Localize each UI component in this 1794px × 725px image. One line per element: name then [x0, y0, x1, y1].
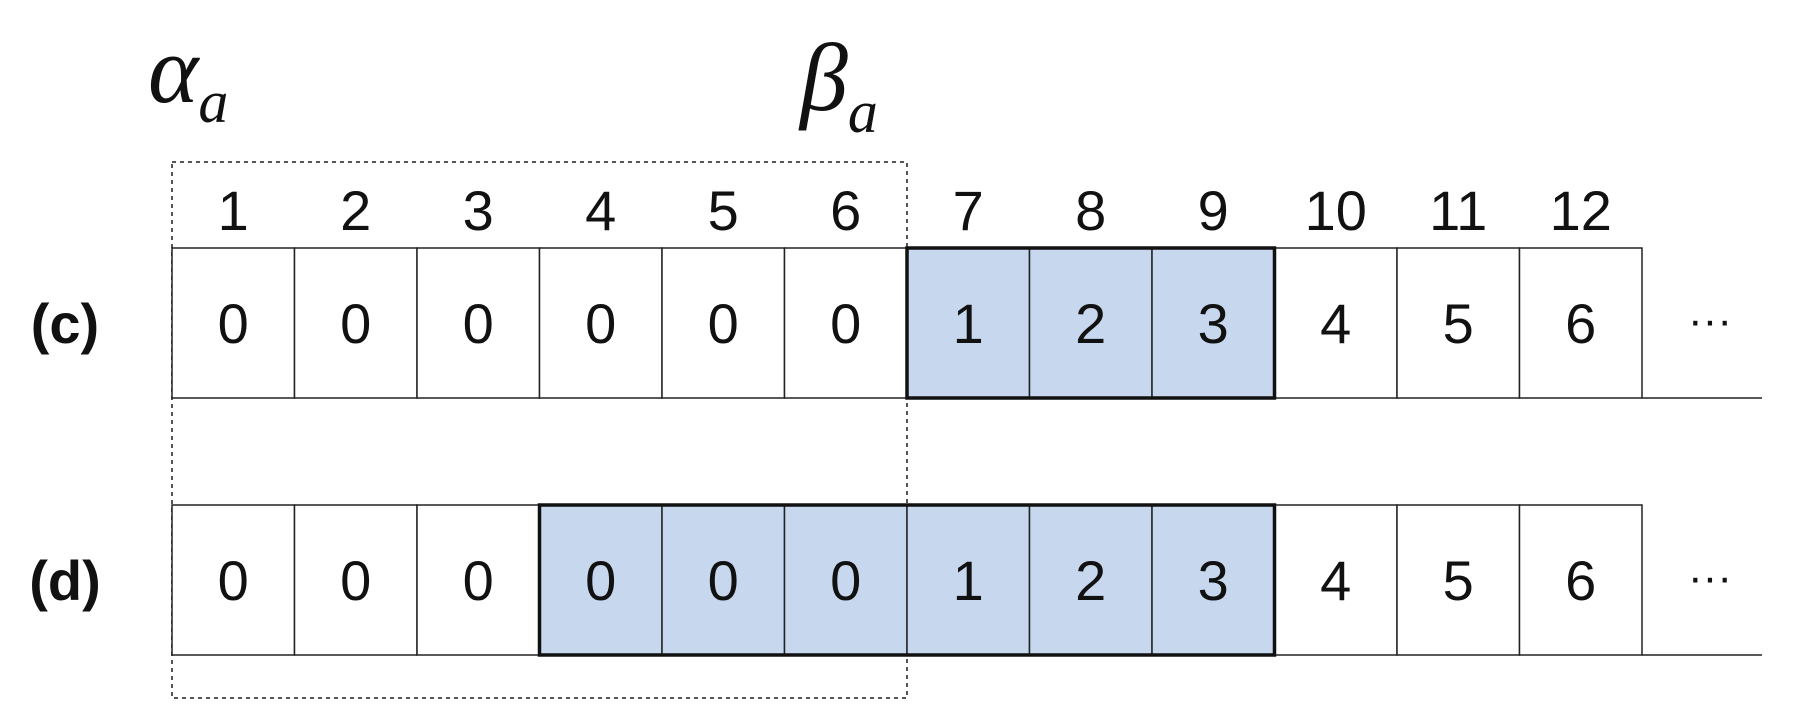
cell — [171, 247, 296, 399]
cell — [1396, 247, 1521, 399]
cell-value: 0 — [830, 292, 861, 355]
cell-value: 0 — [340, 549, 371, 612]
cell-value: 0 — [463, 292, 494, 355]
cell — [416, 504, 541, 656]
highlight-window — [537, 503, 1277, 657]
cell — [1518, 247, 1643, 399]
cell — [1273, 247, 1398, 399]
cell-value: 0 — [708, 549, 739, 612]
alpha-symbol: αa — [148, 16, 228, 135]
cell-value: 2 — [1075, 292, 1106, 355]
highlight-window — [905, 246, 1277, 400]
highlighted-cell — [538, 504, 663, 656]
index-label: 10 — [1305, 179, 1367, 242]
beta-symbol: βa — [798, 24, 878, 145]
cell — [661, 247, 786, 399]
index-label: 4 — [585, 179, 616, 242]
tape-row: (c) 0 0 0 0 0 0 1 2 3 4 5 6 ··· — [31, 246, 1762, 400]
tape-rows: (c) 0 0 0 0 0 0 1 2 3 4 5 6 ··· (d) 0 0 0 0 0 0 1 2 3 4 5 6 ··· — [29, 246, 1762, 657]
cell-value: 0 — [585, 549, 616, 612]
highlighted-cell — [661, 504, 786, 656]
beta-base: β — [798, 24, 848, 131]
cell-value: 0 — [340, 292, 371, 355]
cell — [538, 247, 663, 399]
cell — [783, 247, 908, 399]
cell-value: 5 — [1443, 549, 1474, 612]
highlighted-cell — [1028, 247, 1153, 399]
index-label: 6 — [830, 179, 861, 242]
beta-subscript: a — [848, 79, 878, 145]
cell-value: 0 — [218, 549, 249, 612]
cell — [293, 247, 418, 399]
cell — [1273, 504, 1398, 656]
index-label: 2 — [340, 179, 371, 242]
highlighted-cell — [1028, 504, 1153, 656]
cell-value: 6 — [1565, 292, 1596, 355]
index-label: 3 — [463, 179, 494, 242]
cell-value: 3 — [1198, 292, 1229, 355]
alpha-base: α — [148, 16, 200, 123]
index-label: 9 — [1198, 179, 1229, 242]
index-label: 7 — [953, 179, 984, 242]
ellipsis: ··· — [1688, 553, 1732, 602]
cell-value: 5 — [1443, 292, 1474, 355]
cell-value: 6 — [1565, 549, 1596, 612]
cell-value: 4 — [1320, 292, 1351, 355]
index-label: 11 — [1429, 179, 1487, 242]
alpha-beta-window — [171, 161, 908, 699]
cell-value: 1 — [953, 292, 984, 355]
index-label: 5 — [708, 179, 739, 242]
cell-value: 4 — [1320, 549, 1351, 612]
ellipsis: ··· — [1688, 296, 1732, 345]
index-label: 1 — [218, 179, 249, 242]
cell-value: 3 — [1198, 549, 1229, 612]
cell-value: 0 — [708, 292, 739, 355]
cell-value: 0 — [463, 549, 494, 612]
cell — [1396, 504, 1521, 656]
cell — [1518, 504, 1643, 656]
cell — [293, 504, 418, 656]
cell-value: 2 — [1075, 549, 1106, 612]
cell-value: 0 — [830, 549, 861, 612]
cell-value: 0 — [585, 292, 616, 355]
alpha-subscript: a — [198, 69, 228, 135]
tape-row: (d) 0 0 0 0 0 0 1 2 3 4 5 6 ··· — [29, 503, 1762, 657]
cell-value: 0 — [218, 292, 249, 355]
highlighted-cell — [906, 504, 1031, 656]
index-label: 8 — [1075, 179, 1106, 242]
highlighted-cell — [783, 504, 908, 656]
cell — [416, 247, 541, 399]
cell — [171, 504, 296, 656]
row-label: (d) — [29, 549, 101, 612]
row-label: (c) — [31, 292, 99, 355]
cell-value: 1 — [953, 549, 984, 612]
index-label: 12 — [1550, 179, 1612, 242]
